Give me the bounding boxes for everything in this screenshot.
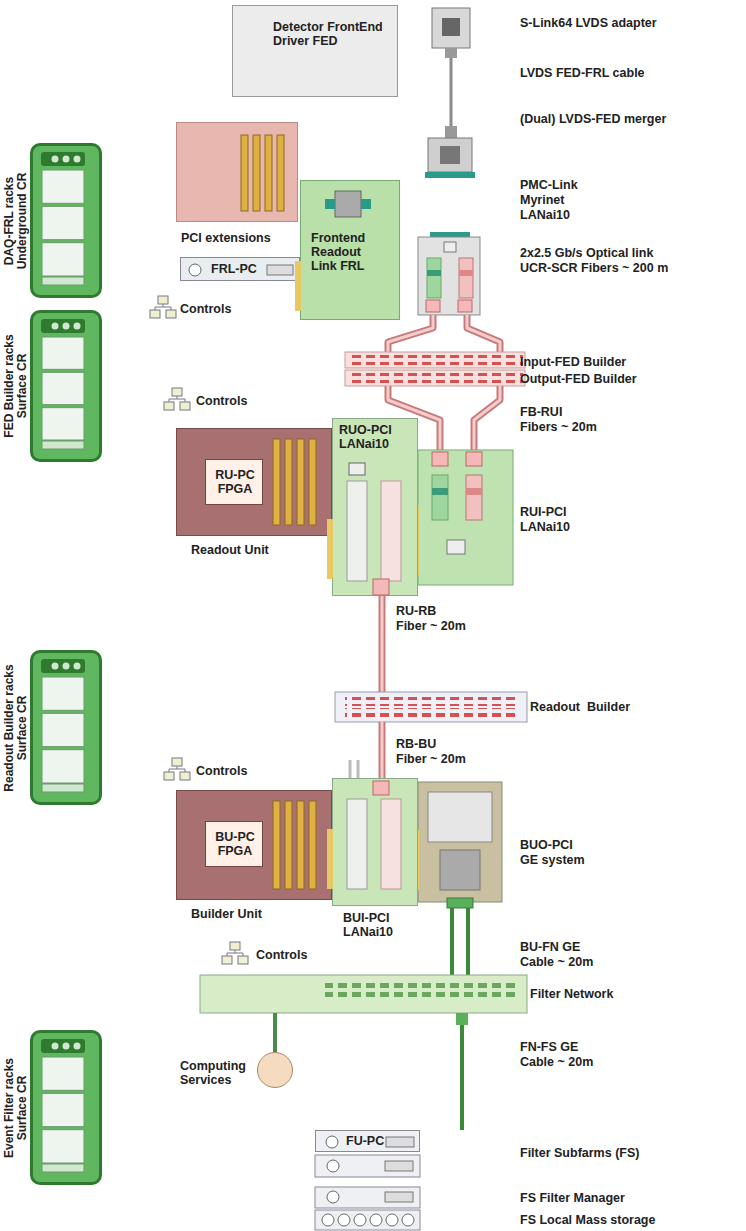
part-label: RU-RB xyxy=(396,604,436,619)
box-detail xyxy=(177,123,299,223)
part-label: Fiber ~ 20m xyxy=(396,619,466,634)
part-label: RUI-PCI xyxy=(520,505,567,520)
pc-label-box: BU-PC FPGA xyxy=(205,821,263,867)
part-label: Filter Subfarms (FS) xyxy=(520,1146,639,1161)
part-label: Fiber ~ 20m xyxy=(396,752,466,767)
pc-unit: FU-PC xyxy=(315,1130,420,1152)
box-label: FRL-PC xyxy=(211,262,257,276)
part-label: BU-FN GE xyxy=(520,940,580,955)
part-label: Cable ~ 20m xyxy=(520,1055,593,1070)
box-detail xyxy=(33,653,99,802)
part-label: LANai10 xyxy=(520,208,570,223)
box-label: Detector FrontEnd Driver FED xyxy=(273,20,385,48)
readout-unit: Readout UnitRU-PC FPGA xyxy=(176,428,332,536)
rack: FED Builder racks Surface CR xyxy=(30,310,102,462)
box-detail xyxy=(33,313,99,459)
part-label: (Dual) LVDS-FED merger xyxy=(520,112,666,127)
part-label: S-Link64 LVDS adapter xyxy=(520,16,657,31)
builder-unit: Builder UnitBU-PC FPGA xyxy=(176,790,332,900)
pci-card: RUO-PCI LANai10 xyxy=(332,418,418,596)
part-label: Input-FED Builder xyxy=(520,355,626,370)
part-label: FB-RUI xyxy=(520,405,562,420)
box-label: BUI-PCI LANai10 xyxy=(343,911,419,939)
box-label: PCI extensions xyxy=(181,231,271,245)
frl-card: Frontend Readout Link FRL xyxy=(300,180,400,320)
part-label: RB-BU xyxy=(396,737,436,752)
part-label: Readout Builder xyxy=(530,700,630,715)
part-label: Cable ~ 20m xyxy=(520,955,593,970)
box-label: RUO-PCI LANai10 xyxy=(339,423,413,451)
part-label: FS Local Mass storage xyxy=(520,1213,655,1228)
box-detail xyxy=(333,779,419,907)
part-label: FS Filter Manager xyxy=(520,1191,625,1206)
box-label: Readout Unit xyxy=(191,543,269,557)
part-label: BUO-PCI xyxy=(520,838,573,853)
box-detail xyxy=(33,146,99,295)
part-label: PMC-Link xyxy=(520,178,578,193)
box-detail xyxy=(33,1033,99,1182)
part-label: Myrinet xyxy=(520,193,564,208)
part-label: UCR-SCR Fibers ~ 200 m xyxy=(520,261,668,276)
controls-label: Controls xyxy=(196,764,247,779)
box-label: FU-PC xyxy=(346,1134,384,1148)
board: Detector FrontEnd Driver FED xyxy=(232,5,398,97)
part-label: FN-FS GE xyxy=(520,1040,578,1055)
rack: Readout Builder racks Surface CR xyxy=(30,650,102,805)
rack-label: Readout Builder racks Surface CR xyxy=(3,654,29,802)
controls-label: Controls xyxy=(180,302,231,317)
part-label: GE system xyxy=(520,853,585,868)
part-label: Fibers ~ 20m xyxy=(520,420,597,435)
part-label: LANai10 xyxy=(520,520,570,535)
pci-card: BUI-PCI LANai10 xyxy=(332,778,418,906)
part-label: LVDS FED-FRL cable xyxy=(520,66,645,81)
part-label: 2x2.5 Gb/s Optical link xyxy=(520,246,653,261)
controls-label: Controls xyxy=(196,394,247,409)
part-label: Output-FED Builder xyxy=(520,372,637,387)
rack-label: Event Filter racks Surface CR xyxy=(3,1047,29,1169)
service-circle: Computing Services xyxy=(257,1052,293,1088)
part-label: Filter Network xyxy=(530,987,613,1002)
rack-label: DAQ-FRL racks Underground CR xyxy=(3,167,29,275)
box-label: BU-PC FPGA xyxy=(210,830,260,858)
box-label: RU-PC FPGA xyxy=(210,468,260,496)
controls-label: Controls xyxy=(256,948,307,963)
box-label: Builder Unit xyxy=(191,907,262,921)
pc-unit: FRL-PC xyxy=(180,257,300,281)
box-label: Frontend Readout Link FRL xyxy=(311,231,387,273)
box-label: Computing Services xyxy=(180,1059,252,1087)
pci-board: PCI extensions xyxy=(176,122,298,222)
rack: Event Filter racks Surface CR xyxy=(30,1030,102,1185)
pc-label-box: RU-PC FPGA xyxy=(205,459,263,505)
rack-label: FED Builder racks Surface CR xyxy=(3,328,29,444)
rack: DAQ-FRL racks Underground CR xyxy=(30,143,102,298)
